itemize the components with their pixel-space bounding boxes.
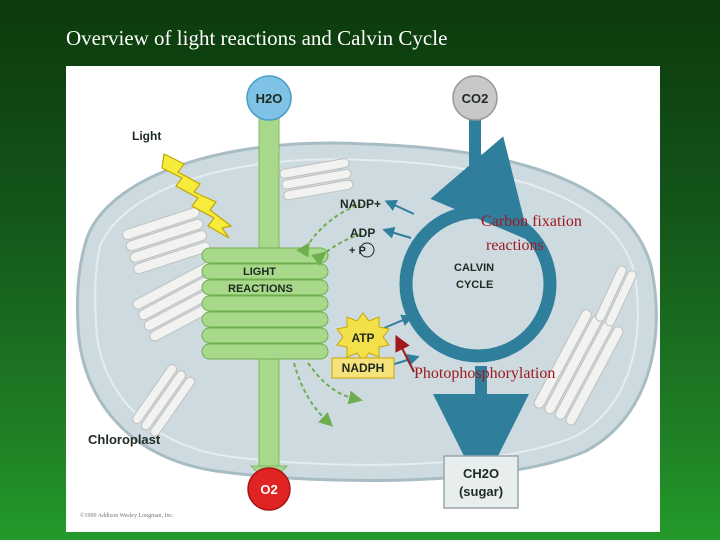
calvin-cycle-label-2: CYCLE xyxy=(456,279,493,291)
adp-label: ADP xyxy=(350,226,375,240)
light-reactions-stack xyxy=(201,247,329,360)
lightning-bolt-icon xyxy=(161,153,233,239)
sugar-name-label: (sugar) xyxy=(459,484,503,499)
calvin-cycle-label-1: CALVIN xyxy=(454,262,494,274)
carbon-fixation-label-1: Carbon fixation xyxy=(481,213,582,230)
carbon-fixation-label-2: reactions xyxy=(486,237,544,254)
co2-to-cycle-flow xyxy=(430,116,530,241)
nadph-label: NADPH xyxy=(342,361,385,375)
light-reactions-label-2: REACTIONS xyxy=(228,283,293,295)
co2-circle xyxy=(452,75,498,121)
oxygen-circle xyxy=(247,467,291,511)
light-reactions-label-1: LIGHT xyxy=(243,266,276,278)
sugar-box xyxy=(443,455,519,509)
thylakoid-stacks xyxy=(122,158,637,437)
water-label: H2O xyxy=(256,91,283,106)
slide-title: Overview of light reactions and Calvin C… xyxy=(66,26,448,50)
diagram-panel: LIGHT REACTIONS Light H2O CO2 NADP+ ADP … xyxy=(66,66,660,532)
copyright-text: ©1999 Addison Wesley Longman, Inc. xyxy=(80,513,174,519)
photophosphorylation-label: Photophosphorylation xyxy=(414,365,556,382)
atp-label: ATP xyxy=(351,331,374,345)
chloroplast-diagram: LIGHT REACTIONS Light H2O CO2 NADP+ ADP … xyxy=(75,75,658,511)
phosphate-circle-icon xyxy=(359,242,375,258)
nadph-box xyxy=(331,357,395,379)
light-label: Light xyxy=(132,129,161,143)
photophosphorylation-arrow xyxy=(395,334,415,373)
nadp-label: NADP+ xyxy=(340,197,381,211)
chloroplast-label: Chloroplast xyxy=(88,432,161,447)
water-circle xyxy=(246,75,292,121)
calvin-cycle-ring xyxy=(399,205,557,363)
sugar-formula-label: CH2O xyxy=(463,466,499,481)
oxygen-label: O2 xyxy=(260,482,277,497)
pi-label: + P xyxy=(349,245,366,257)
co2-label: CO2 xyxy=(462,91,489,106)
